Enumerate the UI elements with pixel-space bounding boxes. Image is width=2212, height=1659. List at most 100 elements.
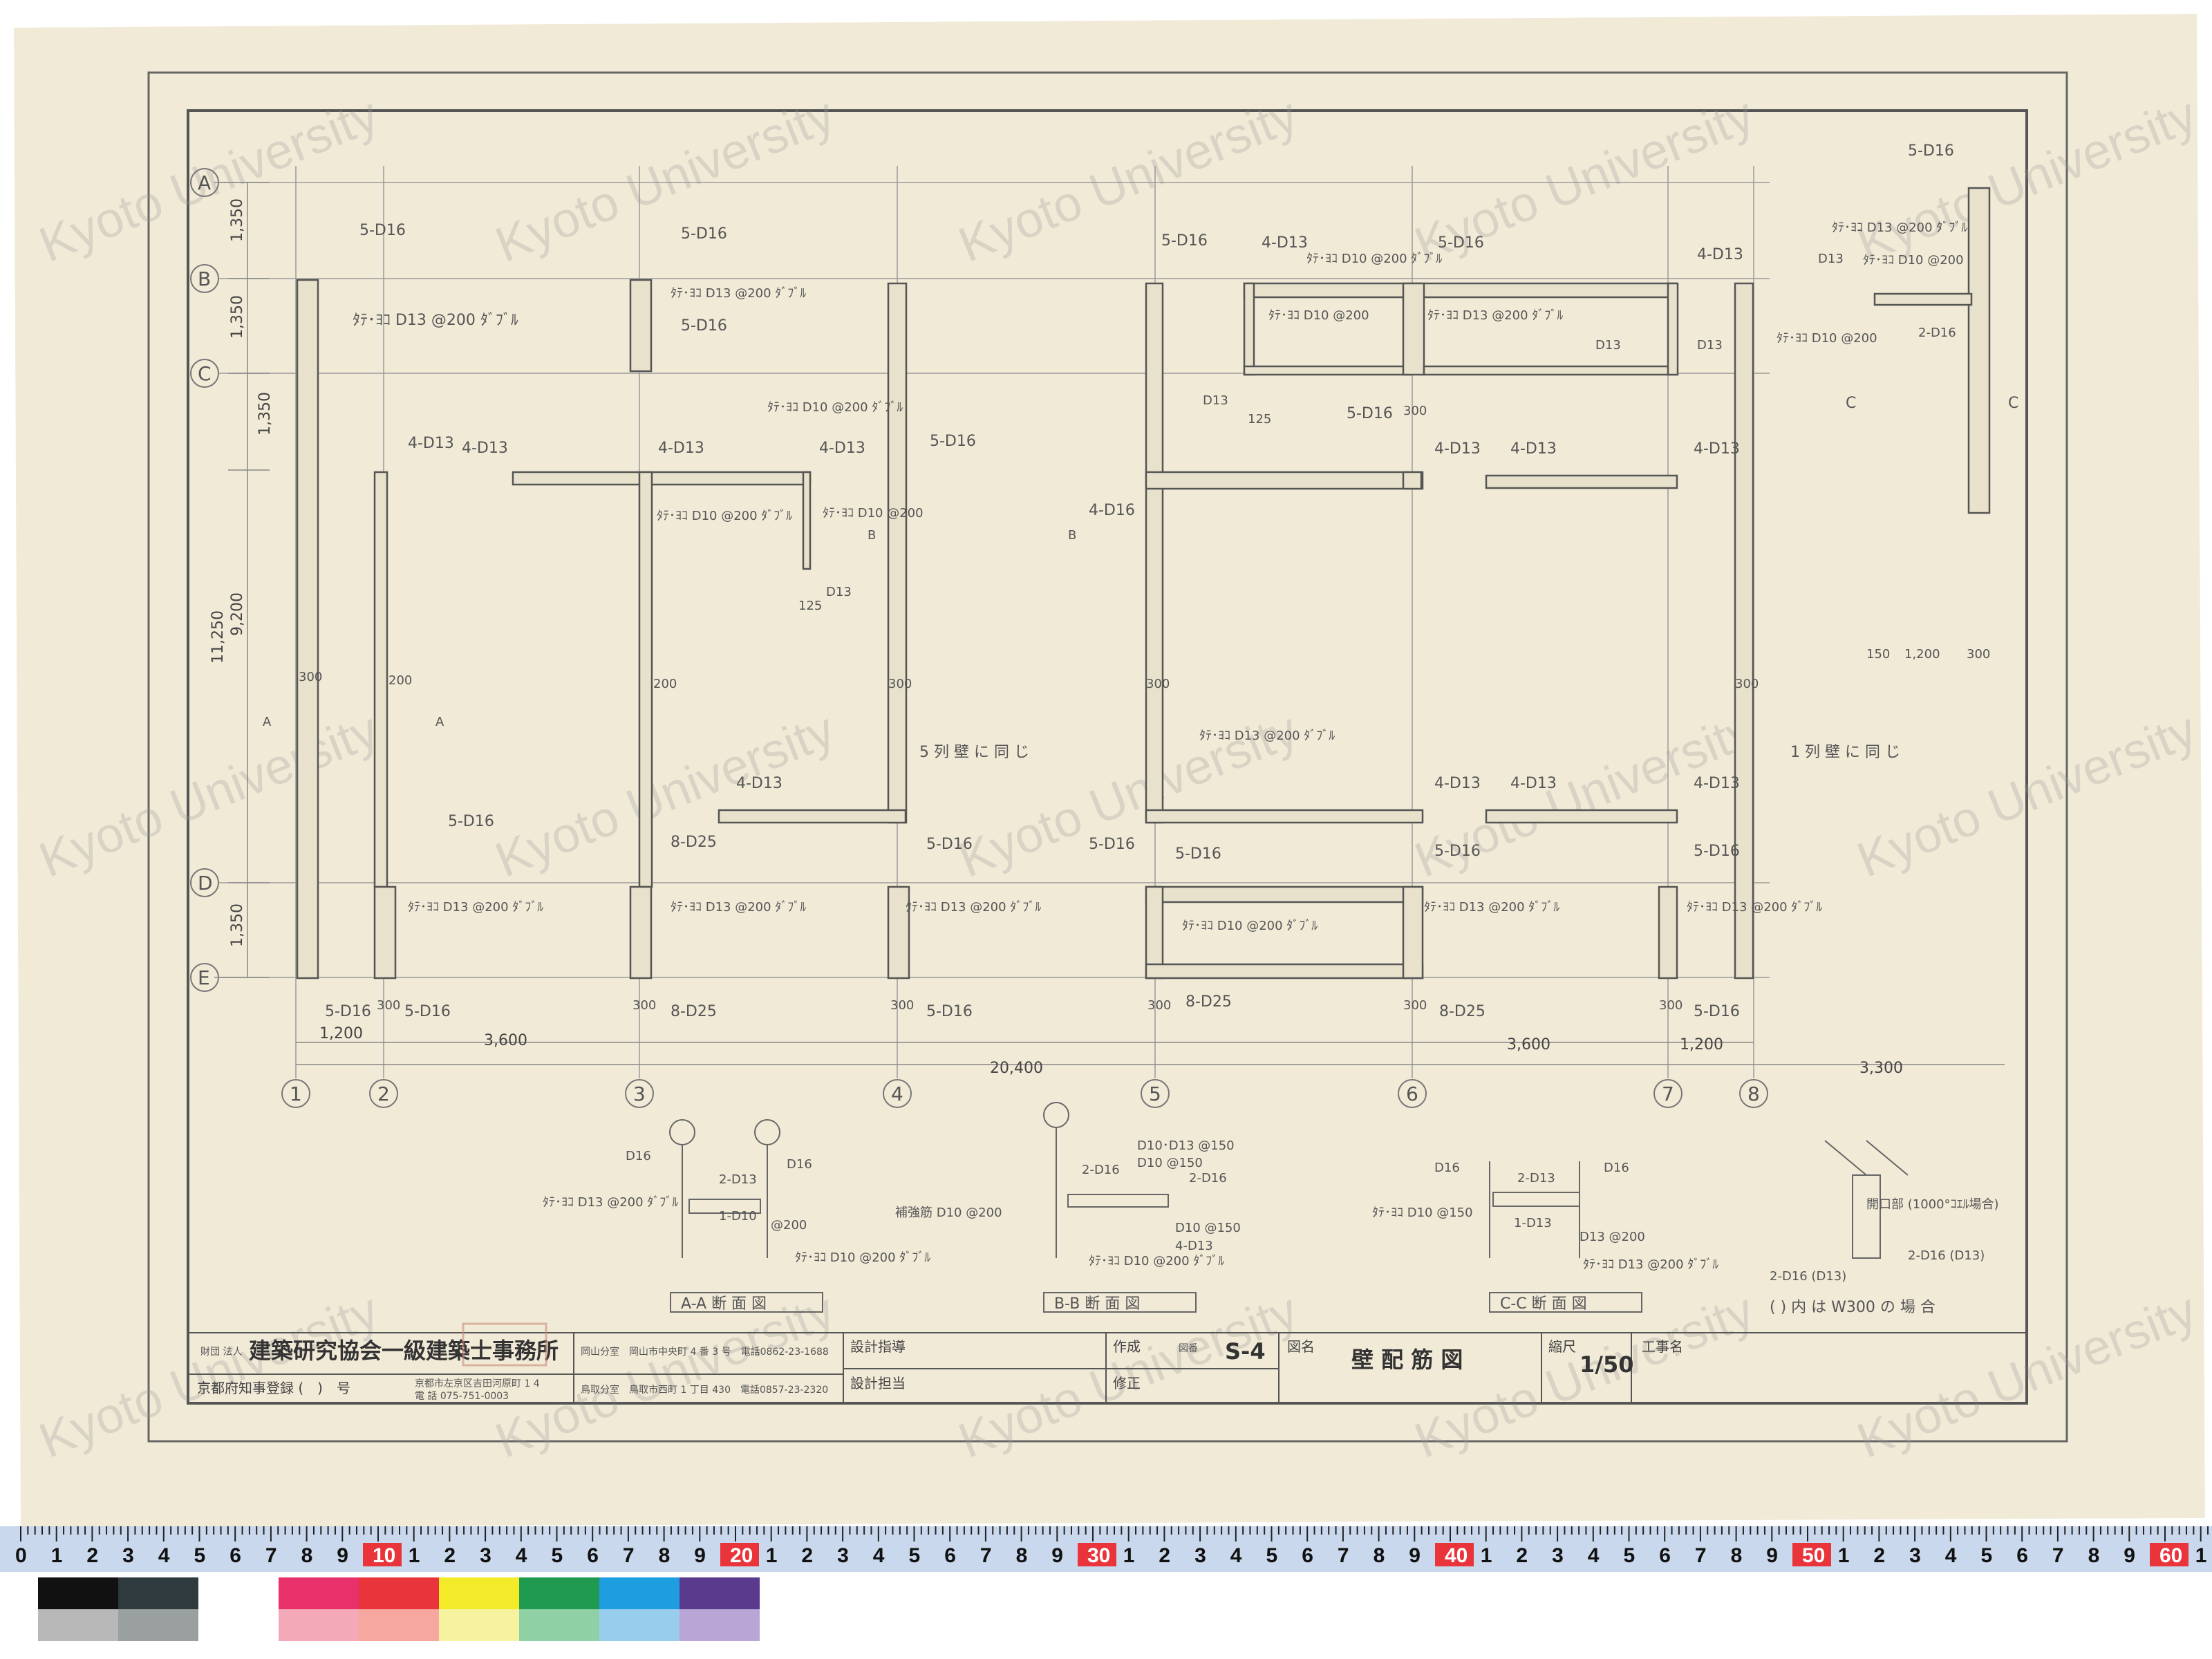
tb-addr: 京都市左京区吉田河原町 1 4 <box>415 1378 540 1389</box>
swatch <box>118 1577 198 1609</box>
tb-drawing-name: 壁 配 筋 図 <box>1351 1347 1463 1373</box>
tb-tottori: 鳥取分室 鳥取市西町 1 丁目 430 電話0857-23-2320 <box>581 1384 828 1396</box>
wall-top-box-outer <box>1243 282 1678 299</box>
swatch <box>439 1577 519 1609</box>
grid-bubble-6 <box>1398 1079 1427 1108</box>
grid-bubble-c <box>190 359 219 388</box>
ruler-ticks <box>20 1526 2209 1541</box>
ruler-number: 7 <box>980 1544 992 1567</box>
ruler-number: 3 <box>122 1544 134 1567</box>
grid-bubble-1 <box>281 1079 310 1108</box>
callout: D16 <box>1604 1161 1629 1175</box>
callout: 5-D16 <box>1908 142 1954 160</box>
grid-label-3: 3 <box>633 1082 646 1105</box>
callout: 2-D13 <box>719 1172 757 1187</box>
grid-label-2: 2 <box>377 1082 390 1105</box>
wall-col8 <box>1734 282 1754 980</box>
callout: D16 <box>626 1149 651 1163</box>
wall-col5 <box>1145 282 1164 824</box>
ruler-number: 7 <box>623 1544 635 1567</box>
callout: 5-D16 <box>404 1003 451 1020</box>
ruler-number: 6 <box>944 1544 956 1567</box>
dim-detail: 1,200 <box>1904 647 1940 662</box>
dim-300: 300 <box>1403 998 1427 1013</box>
grid-bubble-7 <box>1653 1079 1683 1108</box>
callout: 4-D13 <box>1434 440 1481 458</box>
callout: ﾀﾃ･ﾖｺ D10 @200 ﾀﾞﾌﾞﾙ <box>1089 1254 1224 1268</box>
ruler-highlight <box>1078 1543 1116 1566</box>
wall-top-box-left <box>1243 282 1255 376</box>
grid-row-labels: A B C D E <box>198 171 213 989</box>
ruler-number: 8 <box>2088 1544 2100 1567</box>
callout: ﾀﾃ･ﾖｺ D13 @200 ﾀﾞﾌﾞﾙ <box>1832 221 1967 235</box>
dim-300: 300 <box>299 670 322 684</box>
rebar-callouts: 5-D16 ﾀﾃ･ﾖｺ D13 @200 ﾀﾞﾌﾞﾙ 5-D16 ﾀﾃ･ﾖｺ D… <box>263 142 2018 1020</box>
callout: ﾀﾃ･ﾖｺ D10 @200 ﾀﾞﾌﾞﾙ <box>767 400 903 415</box>
tb-design-guide: 設計指導 <box>850 1338 906 1355</box>
callout: 5-D16 <box>1347 405 1393 422</box>
dim-300: 300 <box>1403 404 1427 418</box>
section-mark-a: A <box>435 715 444 729</box>
dim-300: 300 <box>888 677 912 691</box>
ruler-number: 5 <box>1624 1544 1635 1567</box>
ruler-highlight <box>720 1543 759 1566</box>
callout: 4-D13 <box>1510 775 1557 792</box>
callout: D10 @150 <box>1137 1156 1203 1170</box>
swatch <box>359 1577 439 1609</box>
grid-label-e: E <box>198 966 210 989</box>
wall-detail-horz <box>1873 292 1973 306</box>
dim-bottom-1: 1,200 <box>319 1025 363 1042</box>
dim-200: 200 <box>388 673 412 688</box>
ruler-number: 9 <box>1051 1544 1063 1567</box>
swatch <box>679 1609 760 1641</box>
swatch <box>38 1609 118 1641</box>
dim-200: 200 <box>653 677 677 691</box>
ruler-number: 9 <box>1766 1544 1778 1567</box>
ruler-number: 6 <box>1659 1544 1671 1567</box>
ruler-number: 8 <box>301 1544 313 1567</box>
ruler-number: 7 <box>265 1544 277 1567</box>
swatch <box>279 1577 359 1609</box>
callout: 補強筋 D10 @200 <box>895 1206 1002 1220</box>
swatch <box>118 1609 198 1641</box>
ruler-highlight <box>1435 1543 1474 1566</box>
color-swatches-top <box>38 1577 760 1609</box>
ruler-number: 2 <box>1159 1544 1170 1567</box>
callout: 5-D16 <box>359 222 406 239</box>
ruler-number: 6 <box>1302 1544 1313 1567</box>
ruler-number: 3 <box>1552 1544 1564 1567</box>
callout: 5-D16 <box>1694 843 1740 860</box>
callout: D13 <box>1595 338 1621 353</box>
swatch <box>599 1609 679 1641</box>
callout: 4-D13 <box>1262 234 1308 252</box>
grid-bubble-8 <box>1739 1079 1768 1108</box>
ruler-number: 1 <box>766 1544 778 1567</box>
walls <box>296 187 1991 980</box>
callout: ﾀﾃ･ﾖｺ D13 @200 ﾀﾞﾌﾞﾙ <box>671 900 806 915</box>
dim-300: 300 <box>1659 998 1683 1013</box>
callout: ﾀﾃ･ﾖｺ D10 @200 <box>823 506 924 521</box>
callout: ﾀﾃ･ﾖｺ D10 @200 ﾀﾞﾌﾞﾙ <box>1182 919 1318 933</box>
dim-300: 300 <box>890 998 914 1013</box>
grid-label-b: B <box>198 268 211 290</box>
title-block-text: 財団 法人 建築研究協会一級建築士事務所 京都府知事登録 ( ) 号 京都市左京… <box>197 1338 1683 1402</box>
ruler-number: 60 <box>2159 1544 2182 1567</box>
ruler-number: 9 <box>1409 1544 1421 1567</box>
ruler-number: 2 <box>444 1544 456 1567</box>
callout: 8-D25 <box>1439 1003 1485 1020</box>
callout: ﾀﾃ･ﾖｺ D13 @200 ﾀﾞﾌﾞﾙ <box>1424 900 1559 915</box>
callout: 4-D13 <box>1434 775 1481 792</box>
wall-col4-lower <box>887 885 910 980</box>
callout: ﾀﾃ･ﾖｺ D13 @200 ﾀﾞﾌﾞﾙ <box>408 900 543 915</box>
callout: 4-D13 <box>1175 1239 1213 1253</box>
ruler-number: 7 <box>2052 1544 2064 1567</box>
ruler-number: 40 <box>1445 1544 1468 1567</box>
swatch <box>198 1577 279 1609</box>
callout: @200 <box>771 1218 807 1232</box>
ruler-number: 4 <box>158 1544 170 1567</box>
callout: ﾀﾃ･ﾖｺ D13 @200 ﾀﾞﾌﾞﾙ <box>906 900 1041 915</box>
callout: 5-D16 <box>1438 234 1484 252</box>
wall-horz-2 <box>718 809 907 824</box>
tb-revised: 修正 <box>1113 1375 1141 1391</box>
